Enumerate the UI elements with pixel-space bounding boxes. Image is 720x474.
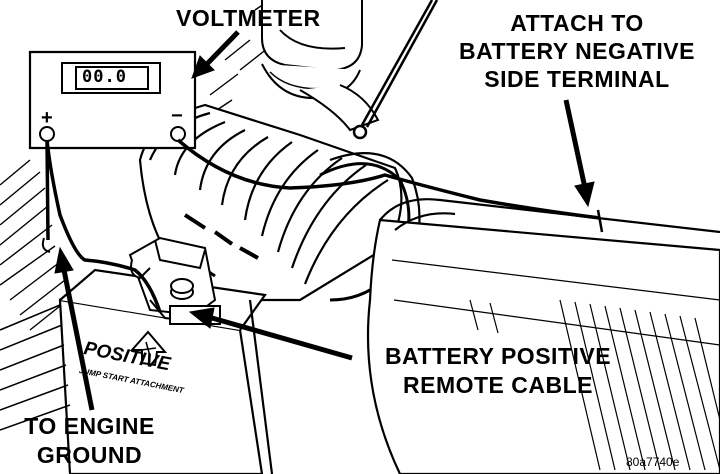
arrow-voltmeter xyxy=(191,30,240,79)
filter-housing-hatching xyxy=(469,299,720,471)
label-attach-line-1: ATTACH TO xyxy=(510,10,644,36)
label-positive-cable-line-1: BATTERY POSITIVE xyxy=(384,343,612,369)
voltmeter-lcd-frame xyxy=(61,62,161,94)
figure-id: 80a7740e xyxy=(626,455,680,469)
upper-hose xyxy=(261,0,380,132)
label-positive-cable: BATTERY POSITIVE REMOTE CABLE xyxy=(358,345,638,397)
positive-sticker-arrow xyxy=(129,330,168,367)
arrow-negative-terminal xyxy=(563,99,595,208)
label-engine-ground: TO ENGINE GROUND xyxy=(2,415,177,467)
label-attach-line-3: SIDE TERMINAL xyxy=(484,66,670,92)
label-engine-ground-line-1: TO ENGINE xyxy=(24,413,155,439)
voltmeter-terminal-posts xyxy=(39,126,186,142)
dipstick xyxy=(352,0,439,140)
voltmeter-minus-terminal: − xyxy=(171,105,184,127)
voltmeter-plus-terminal: + xyxy=(41,107,54,129)
label-positive-cable-line-2: REMOTE CABLE xyxy=(403,372,593,398)
arrow-positive-cable xyxy=(188,307,353,361)
test-lead-positive xyxy=(41,139,162,313)
label-voltmeter: VOLTMETER xyxy=(176,5,321,31)
test-lead-negative xyxy=(176,138,604,233)
label-attach-line-2: BATTERY NEGATIVE xyxy=(459,38,695,64)
arrow-engine-ground xyxy=(54,246,95,411)
air-filter-housing xyxy=(366,198,720,474)
battery-left-ribs xyxy=(0,304,71,431)
voltmeter-display-reading: 00.0 xyxy=(82,67,127,87)
label-attach-negative: ATTACH TO BATTERY NEGATIVE SIDE TERMINAL xyxy=(432,12,720,91)
label-engine-ground-line-2: GROUND xyxy=(36,442,143,468)
